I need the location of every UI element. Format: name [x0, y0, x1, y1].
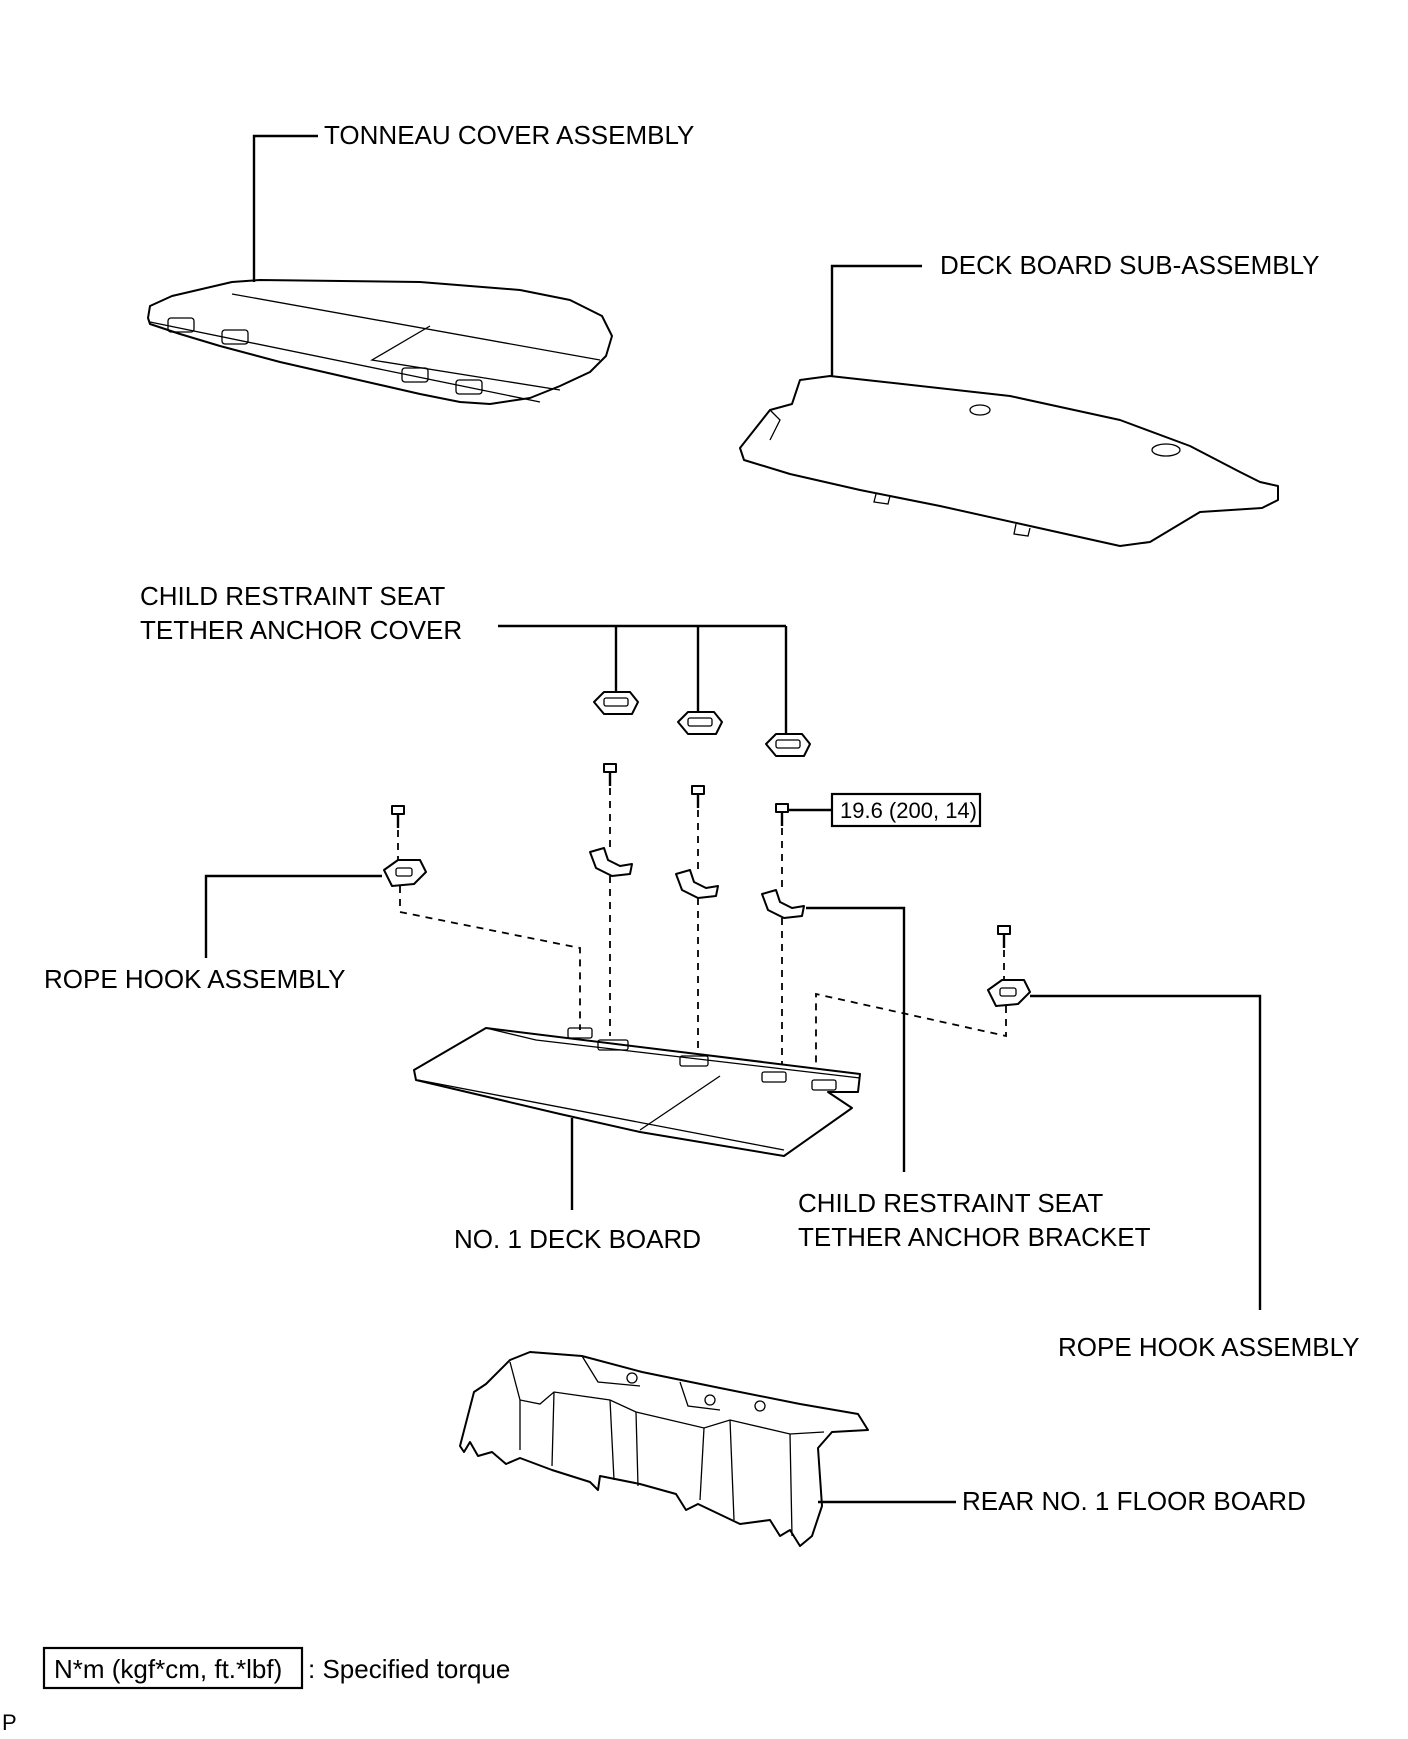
anchor-cover-label-line2: TETHER ANCHOR COVER — [140, 615, 462, 645]
no1-deck-board-part — [413, 1027, 861, 1157]
anchor-bracket-2 — [675, 869, 719, 899]
tonneau-leader — [252, 134, 318, 282]
rope-hook-left-leader — [204, 874, 382, 958]
anchor-cover-1 — [593, 691, 639, 715]
deck-board-sub-leader — [830, 264, 922, 376]
bolt-4 — [775, 803, 789, 826]
rope-hook-left — [383, 859, 427, 887]
anchor-cover-3 — [765, 733, 811, 757]
bolt-3 — [691, 785, 705, 808]
rear-floor-board-label: REAR NO. 1 FLOOR BOARD — [962, 1486, 1306, 1516]
rope-hook-right-label: ROPE HOOK ASSEMBLY — [1058, 1332, 1360, 1362]
rope-hook-right — [987, 979, 1031, 1007]
tonneau-label: TONNEAU COVER ASSEMBLY — [324, 120, 694, 150]
tonneau-cover-part — [147, 279, 613, 405]
legend-torque-box — [42, 1646, 304, 1690]
deck-board-sub-label: DECK BOARD SUB-ASSEMBLY — [940, 250, 1320, 280]
torque-value: 19.6 (200, 14) — [840, 798, 977, 823]
anchor-bracket-3 — [761, 889, 805, 919]
anchor-bracket-label-line1: CHILD RESTRAINT SEAT — [798, 1188, 1103, 1218]
no1-deck-board-label: NO. 1 DECK BOARD — [454, 1224, 701, 1254]
torque-box — [830, 792, 982, 828]
legend-description: : Specified torque — [308, 1654, 510, 1684]
legend-units: N*m (kgf*cm, ft.*lbf) — [54, 1654, 282, 1684]
rope-hook-left-label: ROPE HOOK ASSEMBLY — [44, 964, 346, 994]
anchor-bracket-label-line2: TETHER ANCHOR BRACKET — [798, 1222, 1151, 1252]
bolt-5 — [997, 925, 1011, 948]
anchor-bracket-1 — [589, 847, 633, 877]
corner-mark: P — [2, 1710, 17, 1734]
bolt-1 — [391, 805, 405, 828]
deck-board-sub-part — [739, 375, 1279, 547]
anchor-cover-label-line1: CHILD RESTRAINT SEAT — [140, 581, 445, 611]
bolt-2 — [603, 763, 617, 786]
anchor-cover-2 — [677, 711, 723, 735]
anchor-bracket-leader — [806, 906, 906, 1172]
rear-floor-board-part — [459, 1351, 869, 1547]
rope-hook-right-leader — [1030, 994, 1262, 1310]
